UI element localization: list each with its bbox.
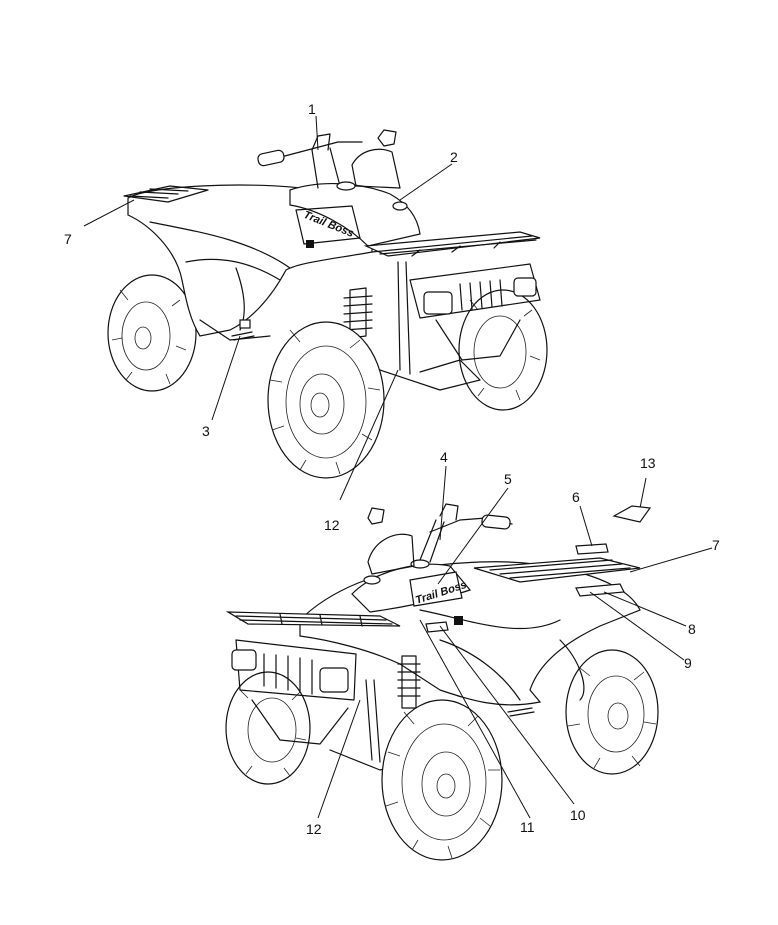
leader-lines: [83, 115, 713, 819]
front-left-wheel-b: [225, 671, 311, 785]
callout-4: 4: [440, 449, 448, 465]
callout-8: 8: [688, 621, 696, 637]
callout-7-bottom: 7: [712, 537, 720, 553]
decal-black-patch-bottom: [454, 616, 463, 625]
callout-12-bottom: 12: [306, 821, 322, 837]
callout-1: 1: [308, 101, 316, 117]
decal-black-patch-top: [306, 240, 314, 248]
atv-rear-view: Trail Boss: [107, 129, 548, 479]
callout-3: 3: [202, 423, 210, 439]
callout-6: 6: [572, 489, 580, 505]
callout-11: 11: [520, 819, 535, 835]
callout-2: 2: [450, 149, 458, 165]
atv-front-view: Trail Boss: [225, 503, 659, 861]
rack-decal: [575, 583, 625, 597]
callout-13: 13: [640, 455, 656, 471]
front-left-wheel: [267, 321, 385, 479]
callout-labels: 1 2 3 7 12 4 5 6 13 7 8 9 10 11 12: [64, 101, 720, 837]
side-warning-decal: [425, 621, 449, 633]
rack-warning-decal: [575, 543, 609, 555]
decal-13-shape: [612, 505, 652, 523]
callout-5: 5: [504, 471, 512, 487]
rear-left-wheel: [107, 274, 197, 392]
callout-12-top: 12: [324, 517, 340, 533]
footwell-decal-top: [231, 331, 255, 341]
front-right-wheel-b: [381, 699, 503, 861]
callout-10: 10: [570, 807, 586, 823]
rear-right-wheel-b: [565, 649, 659, 775]
callout-9: 9: [684, 655, 692, 671]
callout-7-top: 7: [64, 231, 72, 247]
